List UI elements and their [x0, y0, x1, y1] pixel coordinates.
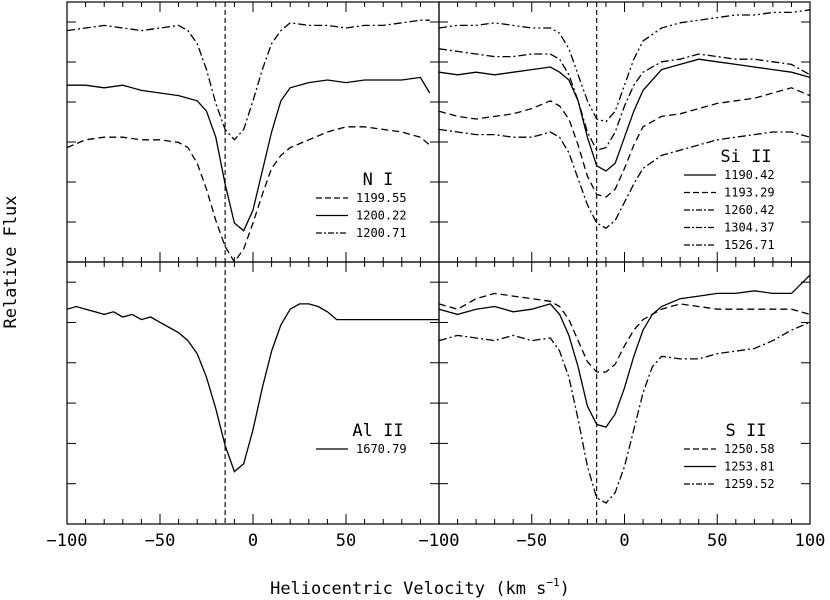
- series-1304-37: [438, 48, 811, 151]
- legend-label: 1260.42: [724, 203, 775, 217]
- panel-title: N I: [363, 170, 394, 190]
- panel-title: Si II: [720, 147, 771, 167]
- series-1190-42: [438, 58, 811, 172]
- panel-title: Al II: [352, 421, 403, 441]
- panel-frame: [66, 261, 440, 525]
- series-1670-79: [66, 303, 439, 473]
- series-1200-22: [67, 76, 431, 232]
- series-1526-71: [438, 9, 811, 123]
- series-1199-55: [66, 126, 431, 264]
- legend-label: 1259.52: [724, 477, 775, 491]
- legend-label: 1526.71: [724, 238, 775, 252]
- legend-label: 1250.58: [724, 442, 775, 456]
- legend-label: 1193.29: [724, 186, 775, 200]
- x-tick-label: −100: [419, 531, 460, 551]
- series-1253-81: [438, 274, 811, 428]
- legend-label: 1200.22: [356, 209, 407, 223]
- x-tick-label: 50: [707, 531, 727, 551]
- x-tick-label: −50: [516, 531, 547, 551]
- series-1200-71: [66, 19, 430, 141]
- legend-label: 1199.55: [356, 191, 407, 205]
- x-axis-label: Heliocentric Velocity (km s−1): [270, 576, 570, 599]
- legend-label: 1190.42: [724, 168, 775, 182]
- x-tick-label: 0: [619, 531, 629, 551]
- panel-title: S II: [726, 421, 767, 441]
- x-tick-label: 100: [795, 531, 826, 551]
- x-tick-label: −50: [145, 531, 176, 551]
- x-tick-labels: −100 −50 0 50 −100 −50 0 50 100: [47, 531, 826, 551]
- series-1259-52: [438, 321, 811, 504]
- x-tick-label: −100: [47, 531, 88, 551]
- series-1193-29: [438, 87, 811, 198]
- legend-label: 1253.81: [724, 460, 775, 474]
- legend-label: 1304.37: [724, 221, 775, 235]
- legend-label: 1670.79: [356, 442, 407, 456]
- legend-label: 1200.71: [356, 226, 407, 240]
- series-1250-58: [438, 292, 811, 373]
- x-tick-label: 0: [248, 531, 258, 551]
- y-axis-label: Relative Flux: [1, 195, 21, 328]
- x-tick-label: 50: [336, 531, 356, 551]
